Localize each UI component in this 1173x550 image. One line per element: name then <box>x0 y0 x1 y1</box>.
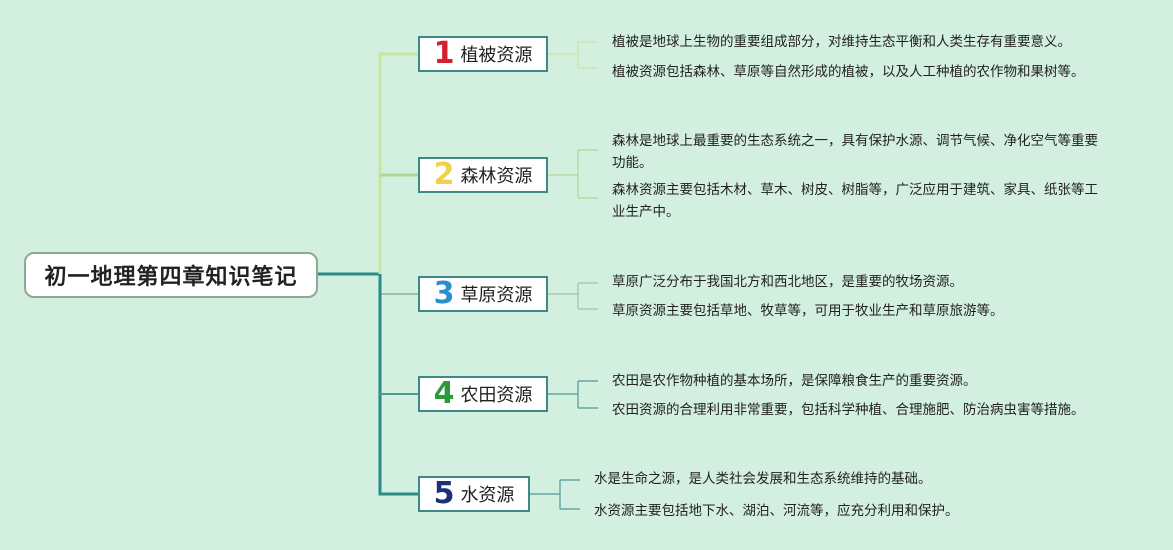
note-item: 水是生命之源，是人类社会发展和生态系统维持的基础。 <box>594 471 932 487</box>
number-badge: 3 <box>433 276 455 311</box>
branch-label: 森林资源 <box>460 166 533 187</box>
number-badge: 4 <box>433 376 455 411</box>
number-badge: 2 <box>433 157 455 192</box>
branch-water[interactable]: 5 水资源 <box>418 476 530 512</box>
branch-grassland[interactable]: 3 草原资源 <box>418 276 548 312</box>
note-item: 草原广泛分布于我国北方和西北地区，是重要的牧场资源。 <box>612 274 963 290</box>
branch-farmland[interactable]: 4 农田资源 <box>418 376 548 412</box>
branch-label: 植被资源 <box>460 45 533 66</box>
note-item: 农田是农作物种植的基本场所，是保障粮食生产的重要资源。 <box>612 373 977 389</box>
branch-forest[interactable]: 2 森林资源 <box>418 157 548 193</box>
note-item: 植被是地球上生物的重要组成部分，对维持生态平衡和人类生存有重要意义。 <box>612 34 1071 50</box>
root-topic[interactable]: 初一地理第四章知识笔记 <box>24 252 318 298</box>
number-badge: 5 <box>433 476 455 511</box>
note-item: 森林是地球上最重要的生态系统之一，具有保护水源、调节气候、净化空气等重要功能。 <box>612 133 1098 171</box>
branch-label: 草原资源 <box>460 285 533 306</box>
note-item: 植被资源包括森林、草原等自然形成的植被，以及人工种植的农作物和果树等。 <box>612 64 1085 80</box>
note-item: 森林资源主要包括木材、草木、树皮、树脂等，广泛应用于建筑、家具、纸张等工业生产中… <box>612 182 1098 220</box>
note-item: 农田资源的合理利用非常重要，包括科学种植、合理施肥、防治病虫害等措施。 <box>612 402 1085 418</box>
root-title: 初一地理第四章知识笔记 <box>44 265 298 290</box>
branch-label: 农田资源 <box>460 385 533 406</box>
note-item: 草原资源主要包括草地、牧草等，可用于牧业生产和草原旅游等。 <box>612 303 1004 319</box>
branch-vegetation[interactable]: 1 植被资源 <box>418 36 548 72</box>
note-item: 水资源主要包括地下水、湖泊、河流等，应充分利用和保护。 <box>594 503 959 519</box>
number-badge: 1 <box>433 36 455 71</box>
branch-label: 水资源 <box>460 485 515 506</box>
